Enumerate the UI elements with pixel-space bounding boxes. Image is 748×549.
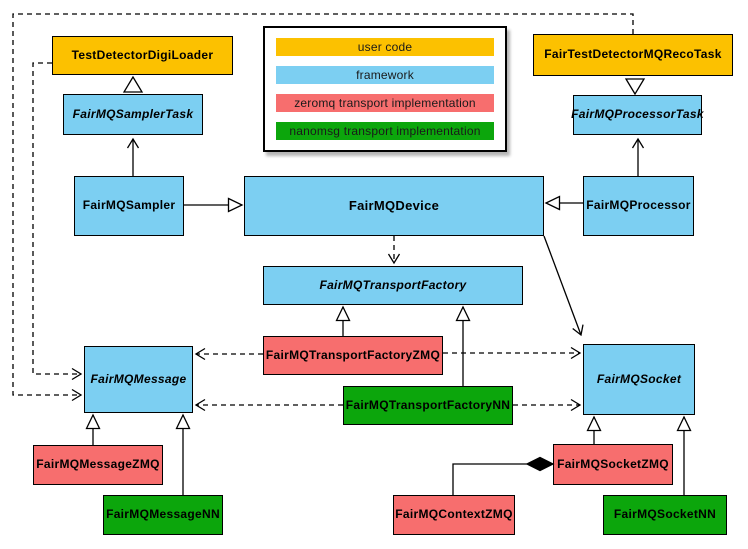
inheritance-triangle-digiloader [122, 75, 144, 93]
inheritance-triangle-processortask [624, 78, 646, 96]
node-testdetectordigiloader: TestDetectorDigiLoader [52, 36, 233, 75]
edge-device-socket [543, 235, 584, 337]
node-fairmqsampler: FairMQSampler [74, 176, 184, 236]
node-fairtestdetectormqrecotask: FairTestDetectorMQRecoTask [533, 34, 733, 76]
node-fairmqsamplertask: FairMQSamplerTask [63, 94, 203, 135]
legend: user code framework zeromq transport imp… [263, 26, 507, 152]
node-fairmqtransportfactory: FairMQTransportFactory [263, 266, 523, 305]
composition-diamond [525, 456, 555, 472]
node-fairmqprocessortask: FairMQProcessorTask [571, 95, 704, 135]
legend-item-user-code: user code [276, 38, 494, 56]
node-fairmqsocket: FairMQSocket [583, 344, 695, 415]
node-fairmqmessage: FairMQMessage [84, 346, 193, 413]
legend-item-framework: framework [276, 66, 494, 84]
node-fairmqmessagezmq: FairMQMessageZMQ [33, 445, 163, 485]
node-fairmqmessagenn: FairMQMessageNN [103, 495, 223, 535]
node-fairmqcontextzmq: FairMQContextZMQ [393, 495, 515, 535]
node-fairmqprocessor: FairMQProcessor [583, 176, 694, 236]
legend-item-zeromq: zeromq transport implementation [276, 94, 494, 112]
node-fairmqsocketzmq: FairMQSocketZMQ [553, 444, 673, 485]
node-fairmqtransportfactorynn: FairMQTransportFactoryNN [343, 386, 513, 425]
node-fairmqdevice: FairMQDevice [244, 176, 544, 236]
node-fairmqsocketnn: FairMQSocketNN [603, 495, 727, 535]
legend-item-nanomsg: nanomsg transport implementation [276, 122, 494, 140]
node-fairmqtransportfactoryzmq: FairMQTransportFactoryZMQ [263, 336, 443, 375]
edge-contextzmq-socketzmq [452, 463, 527, 495]
